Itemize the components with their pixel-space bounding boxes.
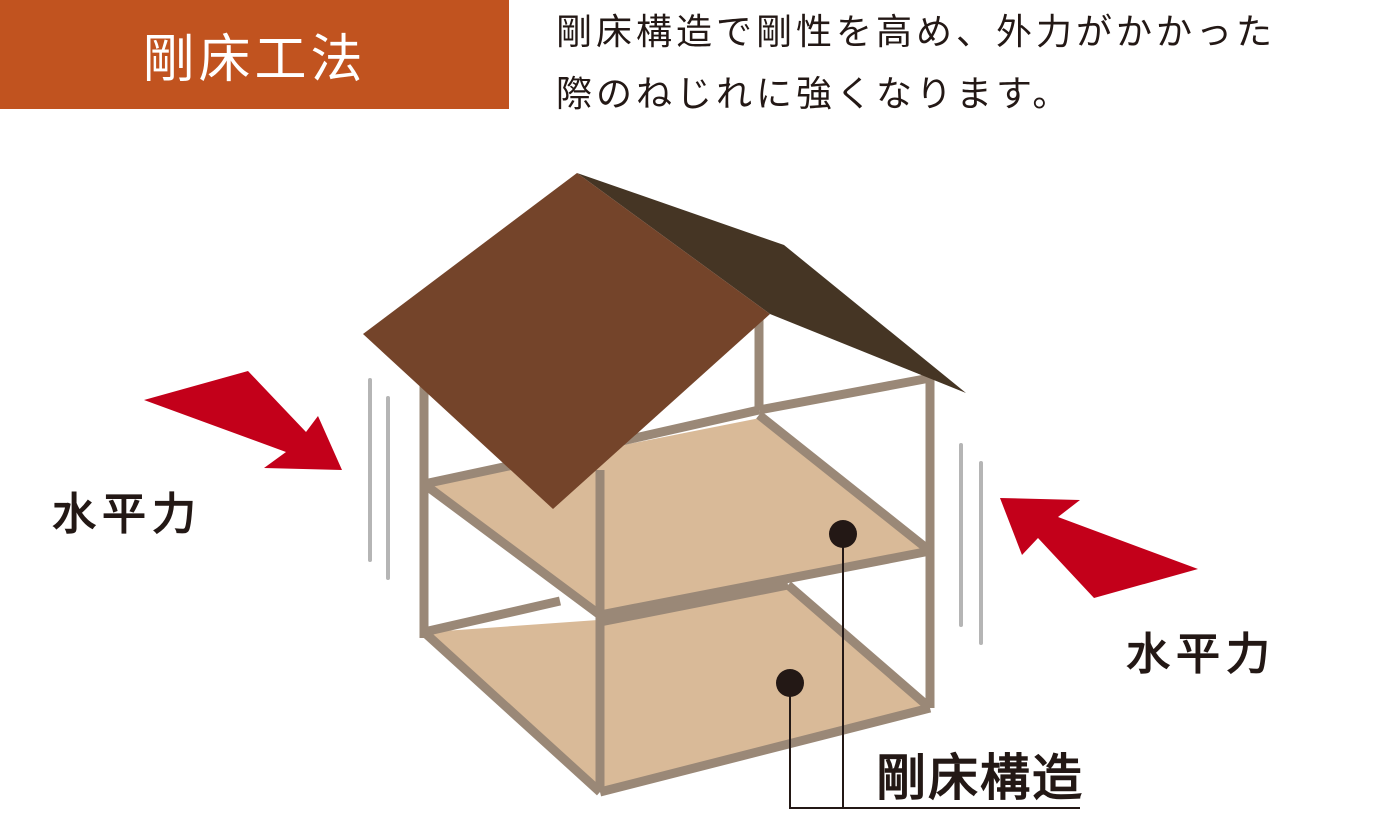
structure-callout (776, 520, 1080, 809)
roof-front (363, 173, 770, 509)
page-title: 剛床工法 (142, 30, 367, 90)
vibration-lines-right (959, 443, 983, 645)
title-badge: 剛床工法 (0, 0, 509, 109)
rigid-floor-structure-label: 剛床構造 (876, 749, 1084, 807)
description-line-2: 際のねじれに強くなります。 (556, 74, 1073, 115)
description-line-1: 剛床構造で剛性を高め、外力がかかった (556, 12, 1277, 53)
lower-floor-panel (430, 587, 925, 790)
horizontal-force-label-right: 水平力 (1126, 629, 1276, 680)
description: 剛床構造で剛性を高め、外力がかかった 際のねじれに強くなります。 (556, 2, 1374, 126)
arrow-right-pointing-icon (144, 371, 342, 470)
arrow-left-pointing-icon (1000, 498, 1198, 598)
vibration-lines-left (368, 378, 390, 580)
roof-side (577, 173, 966, 393)
horizontal-force-label-left: 水平力 (52, 489, 202, 540)
